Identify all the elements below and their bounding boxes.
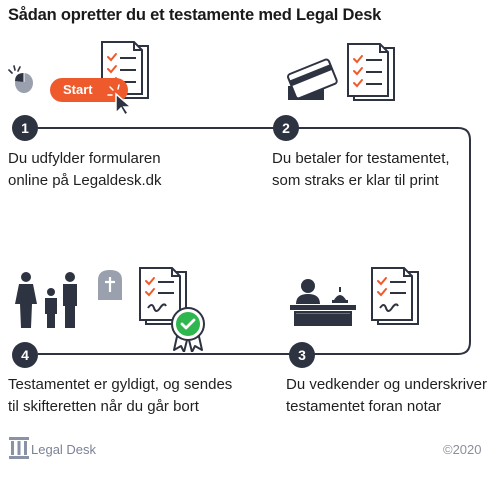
step-3-line-1: Du vedkender og underskriver xyxy=(286,376,487,393)
page-title: Sådan opretter du et testamente med Lega… xyxy=(8,6,382,24)
step-number-2: 2 xyxy=(273,115,299,141)
step-2-description: Du betaler for testamentet, som straks e… xyxy=(272,148,450,192)
document-checklist-icon xyxy=(346,42,398,109)
step-number-4: 4 xyxy=(12,342,38,368)
step-number-3: 3 xyxy=(289,342,315,368)
credit-card-icon xyxy=(282,56,342,111)
tombstone-icon xyxy=(96,268,124,307)
step-1-line-1: Du udfylder formularen xyxy=(8,150,161,167)
cursor-icon xyxy=(102,80,138,121)
desk-notary-icon xyxy=(288,278,360,331)
mouse-icon xyxy=(8,64,38,99)
family-icon xyxy=(12,272,84,335)
step-2-line-2: som straks er klar til print xyxy=(272,172,439,189)
start-button[interactable]: Start xyxy=(50,78,128,102)
step-4-description: Testamentet er gyldigt, og sendes til sk… xyxy=(8,374,232,418)
step-4-line-2: til skifteretten når du går bort xyxy=(8,398,199,415)
step-1-line-2: online på Legaldesk.dk xyxy=(8,172,162,189)
legal-desk-logo-text: Legal Desk xyxy=(31,442,97,457)
step-4-line-1: Testamentet er gyldigt, og sendes xyxy=(8,376,233,393)
step-1-description: Du udfylder formularen online på Legalde… xyxy=(8,148,161,192)
step-3-line-2: testamentet foran notar xyxy=(286,398,442,415)
step-3-description: Du vedkender og underskriver testamentet… xyxy=(286,374,487,418)
step-number-1: 1 xyxy=(12,115,38,141)
copyright: ©2020 xyxy=(443,442,482,457)
certificate-badge-icon xyxy=(168,306,208,357)
columns-logo-icon xyxy=(9,437,29,464)
step-2-line-1: Du betaler for testamentet, xyxy=(272,150,450,167)
document-checklist-icon xyxy=(370,266,422,333)
